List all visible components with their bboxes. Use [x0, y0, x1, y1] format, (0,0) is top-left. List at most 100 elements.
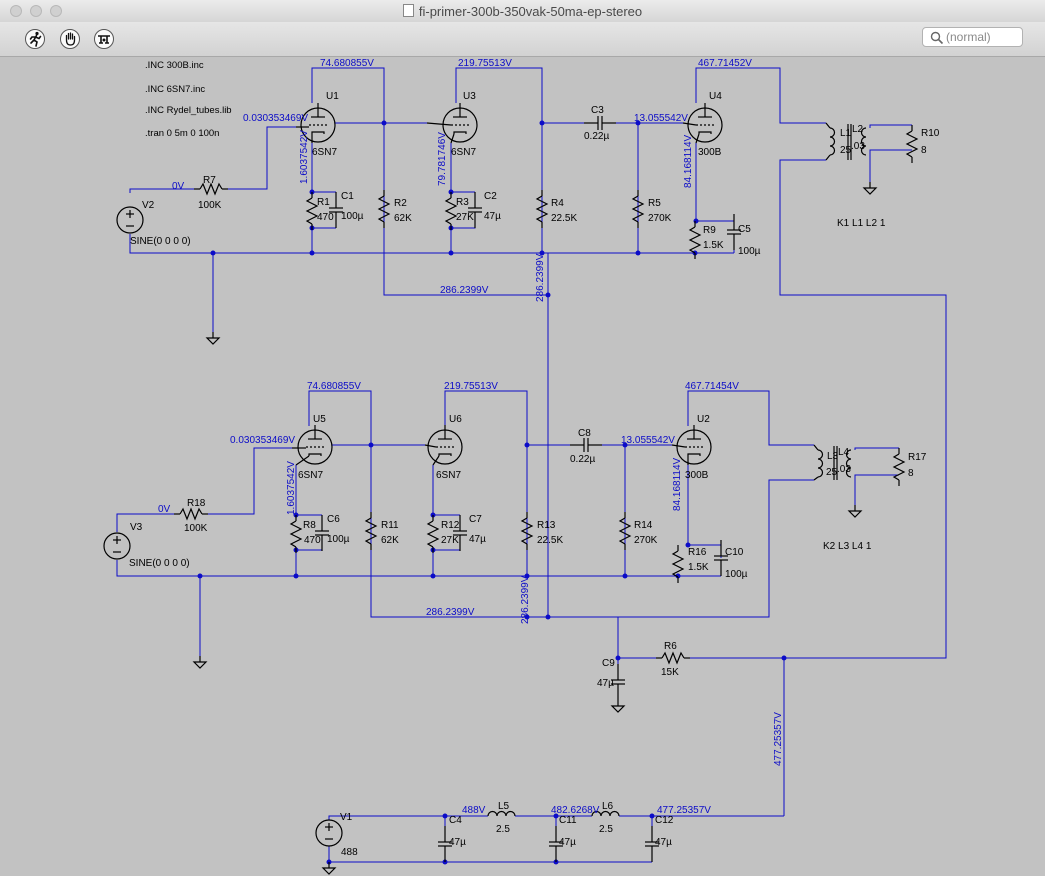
value-r5[interactable]: 270K [648, 213, 672, 224]
value-r1[interactable]: 470 [317, 212, 334, 223]
label-v3[interactable]: V3 [130, 522, 143, 533]
directive-2[interactable]: .INC 6SN7.inc [145, 84, 205, 95]
directive-1[interactable]: .INC 300B.inc [145, 60, 204, 71]
value-c10[interactable]: 100µ [725, 569, 748, 580]
label-c3[interactable]: C3 [591, 105, 604, 116]
label-l3[interactable]: L3 [827, 451, 839, 462]
value-v1[interactable]: 488 [341, 847, 358, 858]
value-r8[interactable]: 470 [304, 535, 321, 546]
directive-4[interactable]: .tran 0 5m 0 100n [145, 128, 219, 139]
value-r11[interactable]: 62K [381, 535, 399, 546]
label-r6[interactable]: R6 [664, 641, 677, 652]
label-r12[interactable]: R12 [441, 520, 460, 531]
label-r10[interactable]: R10 [921, 128, 940, 139]
value-r18[interactable]: 100K [184, 523, 208, 534]
value-c4[interactable]: 47µ [449, 837, 466, 848]
value-r6[interactable]: 15K [661, 667, 679, 678]
label-u2[interactable]: U2 [697, 414, 710, 425]
label-v2[interactable]: V2 [142, 200, 155, 211]
schematic-canvas[interactable]: .INC 300B.inc .INC 6SN7.inc .INC Rydel_t… [0, 57, 1045, 876]
search-box[interactable] [922, 27, 1023, 47]
label-r8[interactable]: R8 [303, 520, 316, 531]
label-r3[interactable]: R3 [456, 197, 469, 208]
label-r17[interactable]: R17 [908, 452, 927, 463]
coupling-k2[interactable]: K2 L3 L4 1 [823, 541, 872, 552]
value-l2[interactable]: .03 [851, 141, 865, 152]
label-c10[interactable]: C10 [725, 547, 744, 558]
halt-hand-icon[interactable] [59, 28, 81, 50]
value-r9[interactable]: 1.5K [703, 240, 724, 251]
label-r11[interactable]: R11 [381, 520, 399, 531]
value-r14[interactable]: 270K [634, 535, 658, 546]
value-u3[interactable]: 6SN7 [451, 147, 476, 158]
value-l3[interactable]: 25 [826, 467, 838, 478]
value-c8[interactable]: 0.22µ [570, 454, 595, 465]
value-u1[interactable]: 6SN7 [312, 147, 337, 158]
value-r17[interactable]: 8 [908, 468, 914, 479]
label-l5[interactable]: L5 [498, 801, 510, 812]
label-r13[interactable]: R13 [537, 520, 556, 531]
value-l6[interactable]: 2.5 [599, 824, 613, 835]
label-c8[interactable]: C8 [578, 428, 591, 439]
label-l2[interactable]: L2 [852, 124, 864, 135]
coupling-k1[interactable]: K1 L1 L2 1 [837, 218, 886, 229]
value-r2[interactable]: 62K [394, 213, 412, 224]
value-v2[interactable]: SINE(0 0 0 0) [130, 236, 191, 247]
zoom-button[interactable] [50, 5, 62, 17]
value-r7[interactable]: 100K [198, 200, 222, 211]
value-c2[interactable]: 47µ [484, 211, 501, 222]
label-u6[interactable]: U6 [449, 414, 462, 425]
value-r3[interactable]: 27K [456, 212, 474, 223]
value-v3[interactable]: SINE(0 0 0 0) [129, 558, 190, 569]
value-u2[interactable]: 300B [685, 470, 709, 481]
label-r4[interactable]: R4 [551, 198, 564, 209]
close-button[interactable] [10, 5, 22, 17]
label-r7[interactable]: R7 [203, 175, 216, 186]
label-l1[interactable]: L1 [840, 128, 852, 139]
value-u6[interactable]: 6SN7 [436, 470, 461, 481]
label-l4[interactable]: L4 [838, 447, 850, 458]
label-l6[interactable]: L6 [602, 801, 614, 812]
value-c7[interactable]: 47µ [469, 534, 486, 545]
value-r16[interactable]: 1.5K [688, 562, 709, 573]
value-r12[interactable]: 27K [441, 535, 459, 546]
value-c6[interactable]: 100µ [327, 534, 350, 545]
label-c4[interactable]: C4 [449, 815, 462, 826]
label-u4[interactable]: U4 [709, 91, 722, 102]
label-c1[interactable]: C1 [341, 191, 354, 202]
value-r10[interactable]: 8 [921, 145, 927, 156]
label-u5[interactable]: U5 [313, 414, 326, 425]
label-c9[interactable]: C9 [602, 658, 615, 669]
label-u3[interactable]: U3 [463, 91, 476, 102]
label-r2[interactable]: R2 [394, 198, 407, 209]
label-r16[interactable]: R16 [688, 547, 707, 558]
search-input[interactable] [946, 29, 1020, 45]
label-r14[interactable]: R14 [634, 520, 653, 531]
minimize-button[interactable] [30, 5, 42, 17]
value-r13[interactable]: 22.5K [537, 535, 563, 546]
value-l5[interactable]: 2.5 [496, 824, 510, 835]
directive-3[interactable]: .INC Rydel_tubes.lib [145, 105, 232, 116]
value-c5[interactable]: 100µ [738, 246, 761, 257]
label-r18[interactable]: R18 [187, 498, 206, 509]
value-l4[interactable]: .03 [837, 464, 851, 475]
label-r5[interactable]: R5 [648, 198, 661, 209]
value-l1[interactable]: 25 [840, 145, 852, 156]
label-c6[interactable]: C6 [327, 514, 340, 525]
value-c12[interactable]: 47µ [655, 837, 672, 848]
label-r9[interactable]: R9 [703, 225, 716, 236]
label-c11[interactable]: C11 [559, 815, 577, 826]
value-r4[interactable]: 22.5K [551, 213, 577, 224]
value-c3[interactable]: 0.22µ [584, 131, 609, 142]
value-u4[interactable]: 300B [698, 147, 722, 158]
value-c11[interactable]: 47µ [559, 837, 576, 848]
label-c7[interactable]: C7 [469, 514, 482, 525]
label-v1[interactable]: V1 [340, 812, 353, 823]
label-c12[interactable]: C12 [655, 815, 674, 826]
label-r1[interactable]: R1 [317, 197, 330, 208]
value-c1[interactable]: 100µ [341, 211, 364, 222]
label-c5[interactable]: C5 [738, 224, 751, 235]
run-icon[interactable] [24, 28, 46, 50]
value-c9[interactable]: 47µ [597, 678, 614, 689]
label-u1[interactable]: U1 [326, 91, 339, 102]
